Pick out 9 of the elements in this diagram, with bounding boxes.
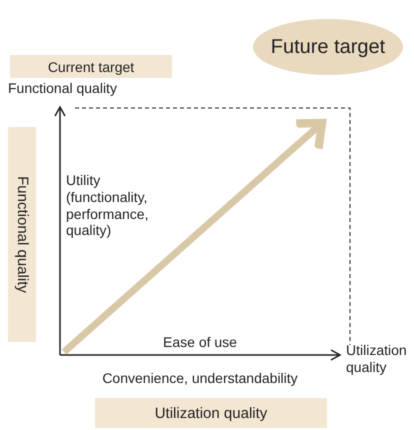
axis-description: Convenience, understandability (101, 370, 299, 387)
axis-title: Functional quality (8, 80, 118, 97)
axis-band: Utilization quality (95, 398, 327, 428)
target-label-box: Current target (10, 55, 172, 78)
axis-description: Ease of use (162, 334, 238, 351)
axis-title: Utilization quality (346, 342, 408, 376)
axis-band: Functional quality (8, 127, 36, 342)
target-ellipse: Future target (253, 19, 403, 75)
axis-description: Utility (functionality, performance, quality) (66, 172, 150, 240)
